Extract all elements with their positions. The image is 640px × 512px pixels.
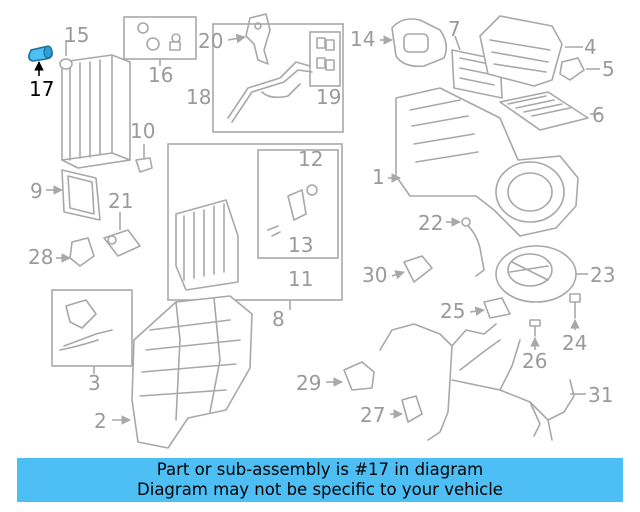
callout-12: 12 xyxy=(298,147,323,171)
callout-23: 23 xyxy=(590,263,615,287)
part-1 xyxy=(388,87,579,237)
part-23 xyxy=(495,245,588,303)
wiring-harness xyxy=(379,323,575,441)
part-8-11-box xyxy=(167,143,343,310)
part-27 xyxy=(390,395,423,423)
callout-15: 15 xyxy=(64,23,89,47)
callout-9: 9 xyxy=(30,179,43,203)
callout-14: 14 xyxy=(350,27,375,51)
callout-19: 19 xyxy=(316,85,341,109)
banner-line-2: Diagram may not be specific to your vehi… xyxy=(137,480,503,499)
callout-26: 26 xyxy=(522,349,547,373)
part-9 xyxy=(46,169,101,221)
callout-2: 2 xyxy=(94,409,107,433)
callout-13: 13 xyxy=(288,233,313,257)
part-22 xyxy=(446,217,485,277)
part-28 xyxy=(56,237,95,267)
part-15-heater-core xyxy=(59,40,131,169)
callout-30: 30 xyxy=(362,263,387,287)
callout-6: 6 xyxy=(592,103,605,127)
banner-line-1: Part or sub-assembly is #17 in diagram xyxy=(156,460,484,479)
part-30 xyxy=(391,255,433,283)
callout-16: 16 xyxy=(148,63,173,87)
part-2 xyxy=(112,295,253,449)
part-4 xyxy=(479,15,583,87)
callout-28: 28 xyxy=(28,245,53,269)
part-17-highlighted[interactable] xyxy=(28,45,53,76)
part-21 xyxy=(103,212,141,257)
part-5 xyxy=(559,57,600,81)
part-16 xyxy=(123,16,197,66)
parts-diagram: 17 15 16 20 18 19 14 7 4 5 6 10 12 1 9 2… xyxy=(28,13,615,449)
callout-4: 4 xyxy=(584,35,597,59)
part-6 xyxy=(499,91,600,131)
part-18-19-box xyxy=(212,23,344,133)
callout-7: 7 xyxy=(448,17,461,41)
callout-17: 17 xyxy=(29,77,54,101)
callout-29: 29 xyxy=(296,371,321,395)
part-25 xyxy=(469,297,511,319)
callout-5: 5 xyxy=(602,57,615,81)
callout-18: 18 xyxy=(186,85,211,109)
part-14 xyxy=(380,18,448,68)
callout-3: 3 xyxy=(88,371,101,395)
part-24 xyxy=(569,293,581,330)
callout-11: 11 xyxy=(288,267,313,291)
part-3 xyxy=(51,289,133,374)
callout-31: 31 xyxy=(588,383,613,407)
callout-25: 25 xyxy=(440,299,465,323)
callout-20: 20 xyxy=(198,29,223,53)
callout-27: 27 xyxy=(360,403,385,427)
callout-labels: 17 15 16 20 18 19 14 7 4 5 6 10 12 1 9 2… xyxy=(28,17,615,433)
callout-22: 22 xyxy=(418,211,443,235)
part-29 xyxy=(326,361,375,391)
callout-1: 1 xyxy=(372,165,385,189)
part-26 xyxy=(529,319,541,350)
part-20 xyxy=(227,13,271,65)
callout-21: 21 xyxy=(108,189,133,213)
info-banner: Part or sub-assembly is #17 in diagram D… xyxy=(17,458,623,502)
callout-8: 8 xyxy=(272,307,285,331)
callout-24: 24 xyxy=(562,331,587,355)
part-10 xyxy=(135,144,153,173)
callout-10: 10 xyxy=(130,119,155,143)
